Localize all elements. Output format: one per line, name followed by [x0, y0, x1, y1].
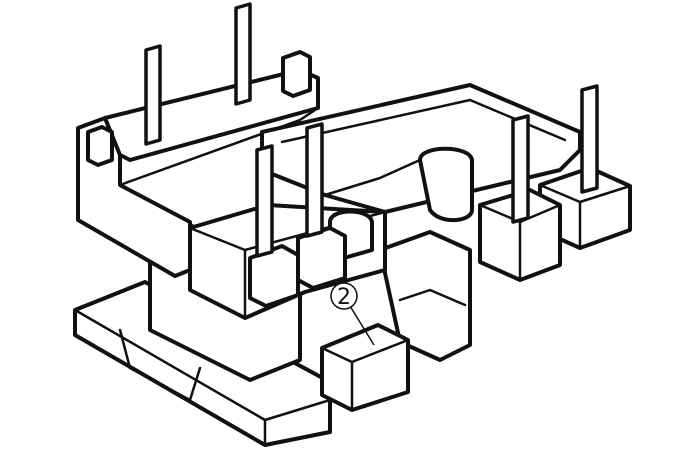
pin-3 [255, 144, 274, 258]
pin-4 [305, 122, 324, 238]
top-tray [260, 83, 632, 282]
base-flange [73, 280, 332, 447]
front-flange [188, 203, 387, 320]
pin-2 [234, 2, 252, 106]
pin-1 [144, 44, 162, 146]
callout-label: 2 [337, 285, 351, 310]
callout: 2 [330, 282, 375, 346]
callout-leader [349, 305, 375, 346]
pin-5 [511, 114, 530, 224]
pins [144, 2, 599, 258]
pin-6 [580, 84, 599, 194]
top-left-flange [76, 50, 320, 278]
callout-circle [330, 282, 358, 310]
front-tab [320, 323, 410, 412]
